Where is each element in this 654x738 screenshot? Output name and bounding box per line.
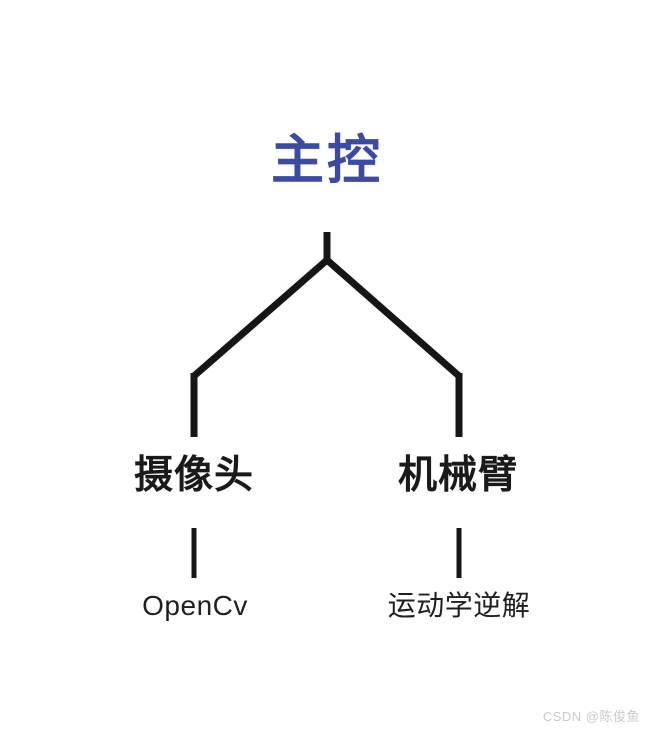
- node-opencv: OpenCv: [142, 590, 248, 621]
- node-inverse-kinematics: 运动学逆解: [387, 590, 531, 621]
- edge-root-to-arm-diagonal: [324, 257, 462, 379]
- csdn-watermark: CSDN @陈俊鱼: [542, 709, 640, 724]
- node-camera: 摄像头: [133, 454, 255, 497]
- node-root-main-controller: 主控: [271, 131, 383, 190]
- edge-root-to-camera-diagonal: [191, 257, 330, 379]
- node-robotic-arm: 机械臂: [397, 454, 519, 497]
